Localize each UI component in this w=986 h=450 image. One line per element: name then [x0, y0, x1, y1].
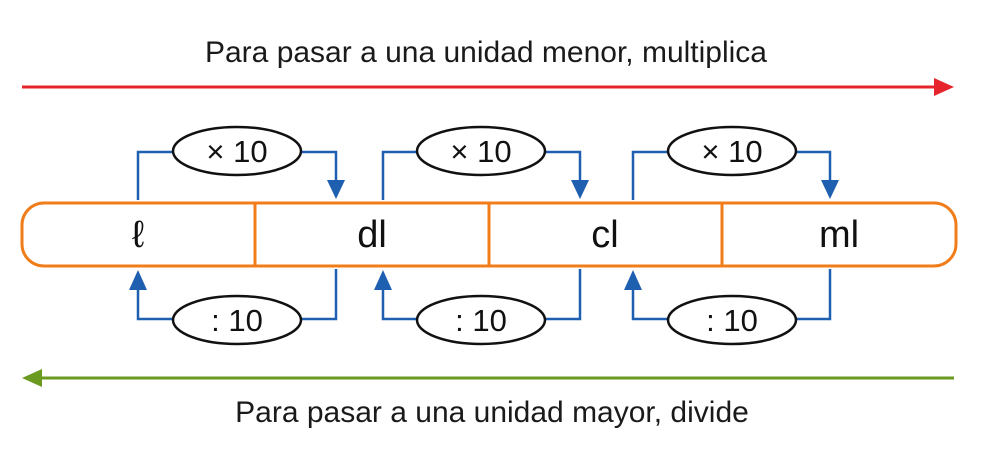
divide-connector-line [136, 269, 338, 321]
multiply-loop: × 10 [381, 125, 589, 200]
unit-liter: ℓ [132, 214, 144, 256]
divide-connector-line [381, 269, 582, 321]
multiply-connector-line [631, 150, 832, 200]
multiply-loop: × 10 [136, 125, 345, 200]
multiply-label: × 10 [701, 134, 762, 169]
top-caption: Para pasar a una unidad menor, multiplic… [205, 36, 767, 69]
multiply-ellipse [171, 125, 303, 177]
unit-centiliter: cl [591, 214, 618, 256]
divide-loop: : 10 [374, 269, 582, 346]
divide-label: : 10 [706, 303, 758, 338]
unit-bar [20, 201, 958, 268]
divide-ellipse [666, 294, 798, 346]
multiply-connector-line [136, 150, 338, 200]
unit-deciliter: dl [357, 214, 387, 256]
arrow-down-icon [571, 180, 589, 199]
multiply-direction-arrow [22, 78, 954, 96]
multiply-connector-line [381, 150, 582, 200]
bottom-caption: Para pasar a una unidad mayor, divide [235, 396, 749, 429]
arrow-down-icon [821, 180, 839, 199]
unit-milliliter: ml [819, 214, 859, 256]
multiply-label: × 10 [450, 134, 511, 169]
divide-label: : 10 [211, 303, 263, 338]
arrow-up-icon [129, 270, 147, 290]
multiply-connectors: × 10 × 10 × 10 [136, 125, 839, 200]
divide-label: : 10 [455, 303, 507, 338]
arrow-up-icon [374, 270, 392, 290]
divide-connector-line [631, 269, 832, 321]
divide-direction-arrow [22, 369, 954, 387]
multiply-ellipse [415, 125, 547, 177]
multiply-ellipse [666, 125, 798, 177]
divide-ellipse [171, 294, 303, 346]
divide-connectors: : 10 : 10 : 10 [129, 269, 832, 346]
multiply-label: × 10 [206, 134, 267, 169]
arrow-up-icon [624, 270, 642, 290]
arrow-down-icon [327, 180, 345, 199]
multiply-loop: × 10 [631, 125, 839, 200]
divide-loop: : 10 [624, 269, 832, 346]
divide-ellipse [415, 294, 547, 346]
divide-loop: : 10 [129, 269, 338, 346]
